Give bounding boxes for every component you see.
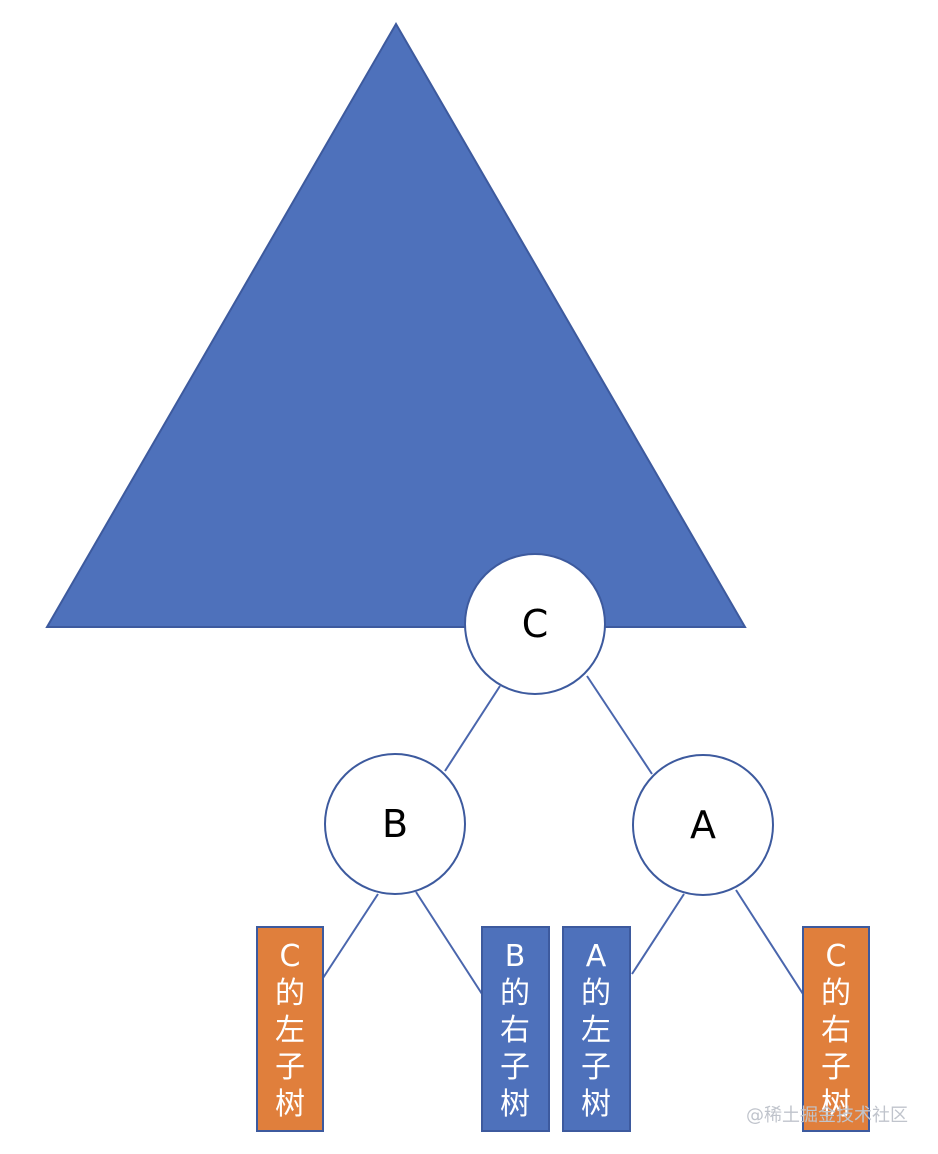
edge-b-left xyxy=(322,893,379,979)
box-char: 子 xyxy=(275,1050,305,1085)
box-char: 子 xyxy=(500,1050,530,1085)
edge-a-left xyxy=(631,893,685,975)
node-b-label: B xyxy=(382,802,408,846)
box-char: 左 xyxy=(275,1013,305,1048)
box-char: 的 xyxy=(275,976,305,1011)
edge-c-a xyxy=(586,675,653,775)
watermark: @稀土掘金技术社区 xyxy=(746,1105,908,1126)
node-c-label: C xyxy=(522,602,549,646)
box-char: A xyxy=(586,939,607,974)
node-b: B xyxy=(324,753,466,895)
box-a-left-subtree: A 的 左 子 树 xyxy=(562,926,631,1132)
box-char: 的 xyxy=(821,976,851,1011)
box-char: 树 xyxy=(500,1087,530,1122)
box-char: 的 xyxy=(581,976,611,1011)
edge-a-right xyxy=(735,889,804,995)
box-char: 的 xyxy=(500,976,530,1011)
node-c: C xyxy=(464,553,606,695)
box-char: C xyxy=(826,939,847,974)
box-char: C xyxy=(280,939,301,974)
edge-b-right xyxy=(415,891,483,995)
box-c-right-subtree: C 的 右 子 树 xyxy=(802,926,870,1132)
box-char: 树 xyxy=(581,1087,611,1122)
box-char: 右 xyxy=(500,1013,530,1048)
upper-tree-triangle xyxy=(45,22,747,628)
box-char: 子 xyxy=(821,1050,851,1085)
box-c-left-subtree: C 的 左 子 树 xyxy=(256,926,324,1132)
node-a-label: A xyxy=(690,803,716,847)
box-char: B xyxy=(505,939,526,974)
box-char: 树 xyxy=(275,1087,305,1122)
box-char: 右 xyxy=(821,1013,851,1048)
box-char: 树 xyxy=(821,1087,851,1122)
edge-c-b xyxy=(444,685,501,772)
box-char: 子 xyxy=(581,1050,611,1085)
box-char: 左 xyxy=(581,1013,611,1048)
box-b-right-subtree: B 的 右 子 树 xyxy=(481,926,550,1132)
node-a: A xyxy=(632,754,774,896)
